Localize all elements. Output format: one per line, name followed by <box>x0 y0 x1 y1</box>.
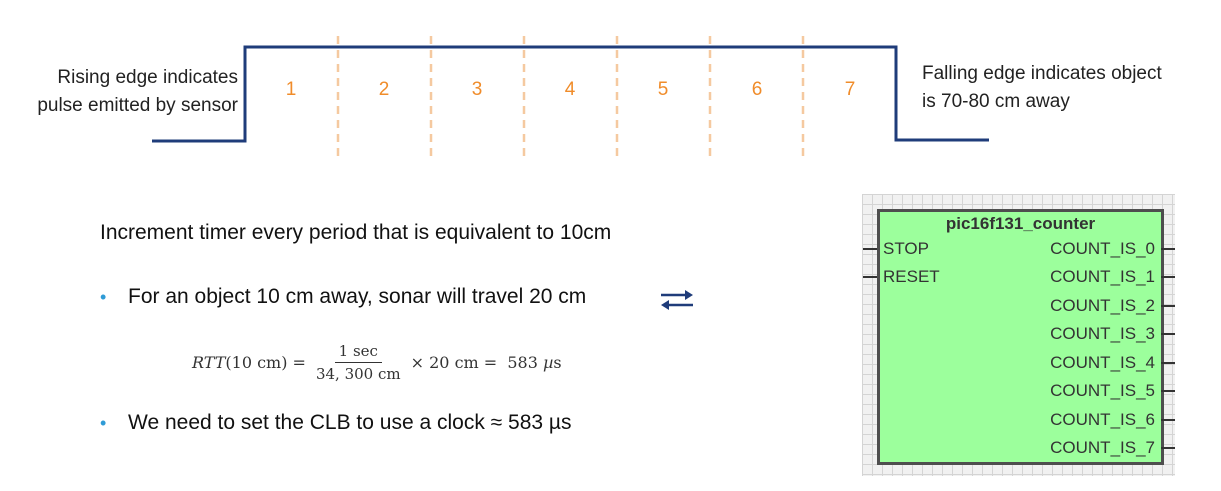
falling-edge-label-line2: is 70-80 cm away <box>922 91 1070 112</box>
output-pin[interactable] <box>1161 333 1175 335</box>
rising-edge-label-line1: Rising edge indicates <box>57 67 238 88</box>
output-pin[interactable] <box>1161 276 1175 278</box>
output-port-label: COUNT_IS_1 <box>1050 267 1155 286</box>
fraction-denominator: 34, 300 cm <box>315 364 401 383</box>
output-port-label: COUNT_IS_5 <box>1050 381 1155 400</box>
bullet-dot-icon: • <box>100 287 107 307</box>
heading: Increment timer every period that is equ… <box>100 221 612 244</box>
input-port-label: STOP <box>883 239 929 258</box>
formula-argument: (10 cm) = <box>225 352 306 372</box>
slot-dividers <box>336 36 805 156</box>
formula-unit-s: s <box>553 352 562 372</box>
output-pin[interactable] <box>1161 305 1175 307</box>
output-port-label: COUNT_IS_2 <box>1050 296 1155 315</box>
timing-diagram <box>152 36 989 156</box>
output-pin[interactable] <box>1161 248 1175 250</box>
counter-block-title: pic16f131_counter <box>945 214 1096 233</box>
output-port-label: COUNT_IS_7 <box>1050 438 1155 457</box>
output-port-label: COUNT_IS_0 <box>1050 239 1155 258</box>
falling-edge-label: Falling edge indicates object is 70-80 c… <box>922 60 1212 116</box>
slot-number: 7 <box>844 79 856 100</box>
output-pin[interactable] <box>1161 447 1175 449</box>
formula-rhs: × 20 cm = 583 <box>410 352 543 372</box>
rtt-formula: RTT (10 cm) = 1 sec 34, 300 cm × 20 cm =… <box>192 340 562 384</box>
pulse-signal <box>152 45 989 143</box>
slot-number: 3 <box>471 79 483 100</box>
fraction-numerator: 1 sec <box>334 342 382 363</box>
slot-number: 4 <box>564 79 576 100</box>
falling-edge-label-line1: Falling edge indicates object <box>922 63 1162 84</box>
output-pin[interactable] <box>1161 362 1175 364</box>
swap-arrows-icon <box>661 290 693 310</box>
slot-number: 5 <box>657 79 669 100</box>
output-pin[interactable] <box>1161 419 1175 421</box>
input-pin[interactable] <box>863 276 877 278</box>
slot-number: 1 <box>285 79 297 100</box>
counter-block[interactable] <box>877 209 1164 465</box>
slot-number: 6 <box>751 79 763 100</box>
rising-edge-label-line2: pulse emitted by sensor <box>37 95 238 116</box>
input-port-label: RESET <box>883 267 940 286</box>
formula-function: RTT <box>192 352 226 372</box>
output-port-label: COUNT_IS_6 <box>1050 410 1155 429</box>
output-port-label: COUNT_IS_3 <box>1050 324 1155 343</box>
bullet-item: • For an object 10 cm away, sonar will tr… <box>100 285 586 309</box>
rising-edge-label: Rising edge indicates pulse emitted by s… <box>0 64 238 120</box>
formula-fraction: 1 sec 34, 300 cm <box>312 342 405 383</box>
slot-number: 2 <box>378 79 390 100</box>
output-pin[interactable] <box>1161 390 1175 392</box>
output-port-label: COUNT_IS_4 <box>1050 353 1155 372</box>
bullet-dot-icon: • <box>100 413 107 433</box>
bullet-item: • We need to set the CLB to use a clock ≈… <box>100 411 571 435</box>
input-pin[interactable] <box>863 248 877 250</box>
formula-unit-mu: µ <box>542 352 554 372</box>
bullet-text: For an object 10 cm away, sonar will tra… <box>128 285 587 308</box>
bullet-text: We need to set the CLB to use a clock ≈ … <box>128 411 572 434</box>
